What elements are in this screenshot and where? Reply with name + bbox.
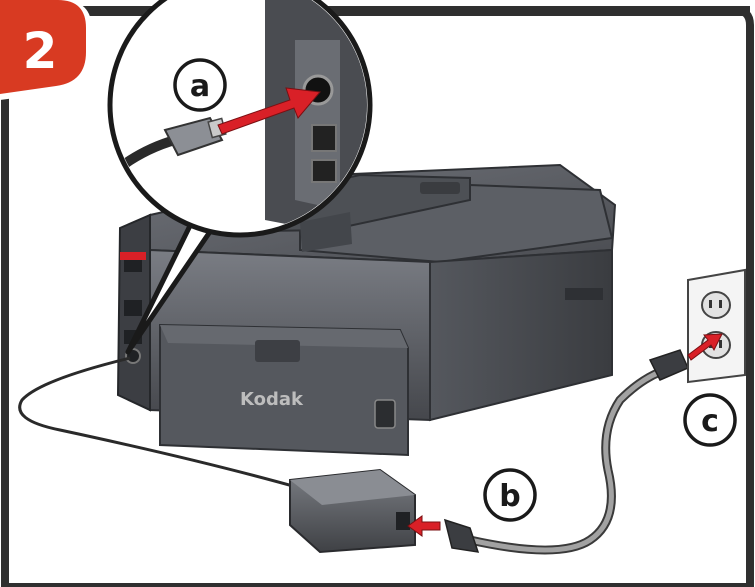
magnified-inset <box>107 0 373 355</box>
red-label <box>120 252 146 260</box>
wall-outlet <box>687 268 746 384</box>
inset-plug <box>163 116 224 157</box>
ac-plug-adapter-end <box>443 518 480 553</box>
power-adapter <box>289 468 416 554</box>
brand-logo: Kodak <box>240 389 304 410</box>
callout-a-label: a <box>190 69 210 104</box>
duplexer-top <box>160 325 408 348</box>
duplexer <box>159 323 409 457</box>
feeder-guide <box>420 182 460 194</box>
callout-a: a <box>173 58 227 112</box>
step-number: 2 <box>23 22 58 80</box>
adapter-socket <box>396 512 410 530</box>
callout-b: b <box>483 468 537 522</box>
duplexer-latch <box>255 340 300 362</box>
arrow-b-icon <box>407 515 441 537</box>
step-badge: 2 <box>0 0 92 100</box>
feeder-paper-stop <box>300 212 352 252</box>
ethernet-port <box>124 300 142 316</box>
usb-port <box>124 260 142 272</box>
duplexer-handle <box>374 399 396 429</box>
dc-cable <box>18 356 301 490</box>
side-slot <box>565 288 603 300</box>
arrow-c-icon <box>687 333 723 361</box>
outlet-socket-top <box>701 291 731 319</box>
callout-c: c <box>683 393 737 447</box>
frame-top-bar <box>5 6 750 16</box>
arrow-a-icon <box>217 87 321 135</box>
callout-b-label: b <box>499 479 520 514</box>
adapter-top <box>290 470 415 505</box>
callout-c-label: c <box>701 404 719 439</box>
inset-port <box>311 124 337 152</box>
outlet-wallplate <box>687 268 746 384</box>
ac-cord-inner <box>469 369 661 553</box>
